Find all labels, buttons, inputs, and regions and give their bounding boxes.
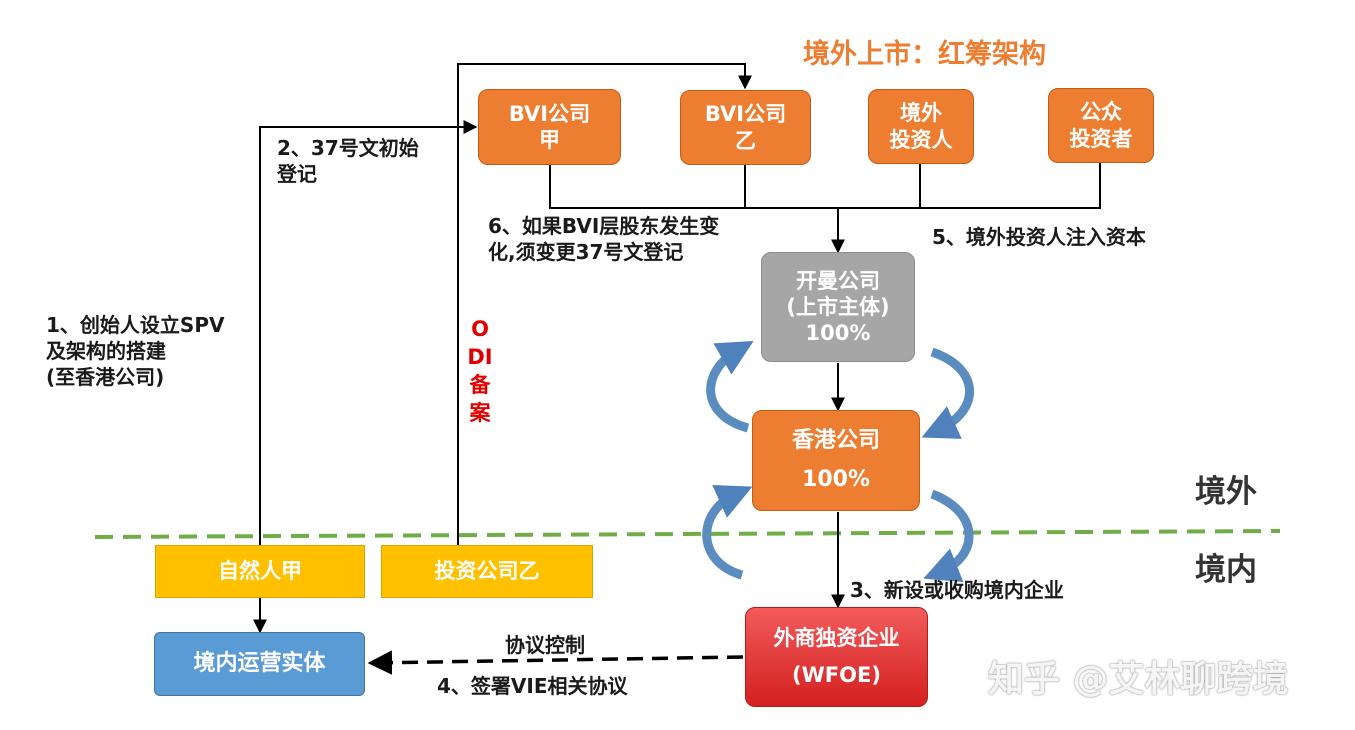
box-line: 100%	[802, 466, 870, 492]
line-shareholders-bus	[549, 163, 1101, 209]
box-line: 香港公司	[791, 428, 880, 453]
box-line: BVI公司	[508, 101, 591, 126]
step5-label: 5、境外投资人注入资本	[932, 225, 1146, 249]
box-line: 自然人甲	[218, 559, 302, 584]
box-line: 外商独资企业	[773, 626, 900, 651]
step6-label: 6、如果BVI层股东发生变 化,须变更37号文登记	[488, 213, 719, 265]
arrow-vie-control	[367, 650, 744, 675]
label-line: 化,须变更37号文登记	[488, 240, 684, 264]
diagram-title: 境外上市：红筹架构	[803, 39, 1046, 70]
box-line: (上市主体)	[786, 294, 890, 319]
onshore-region-label: 境内	[1195, 552, 1257, 588]
box-line: 投资公司乙	[434, 559, 540, 584]
box-line: 开曼公司	[796, 268, 880, 293]
investment-company-b-box: 投资公司乙	[381, 545, 593, 598]
box-line: 公众	[1080, 100, 1122, 125]
label-line: 6、如果BVI层股东发生变	[488, 214, 720, 238]
arrow-person-to-bvi-a	[259, 120, 478, 545]
label-line: 1、创始人设立SPV	[46, 313, 225, 337]
box-line: 100%	[805, 321, 871, 346]
step2-label: 2、37号文初始 登记	[277, 135, 419, 187]
agreement-control-label: 协议控制	[505, 633, 585, 657]
label-line: 及架构的搭建	[46, 339, 166, 363]
arrow-investco-to-bvi-b	[457, 63, 752, 545]
step4-label: 4、签署VIE相关协议	[437, 674, 628, 698]
public-investor-box: 公众 投资者	[1048, 88, 1154, 163]
box-line: 乙	[735, 128, 756, 153]
wfoe-box: 外商独资企业 (WFOE)	[745, 607, 928, 707]
natural-person-a-box: 自然人甲	[155, 545, 365, 598]
step3-label: 3、新设或收购境内企业	[850, 578, 1064, 602]
label-line: (至香港公司)	[46, 365, 165, 389]
bvi-company-a-box: BVI公司 甲	[478, 89, 621, 165]
curved-arrow-icon	[702, 484, 753, 580]
box-line: BVI公司	[704, 102, 787, 127]
hongkong-company-box: 香港公司 100%	[752, 410, 920, 511]
watermark: 知乎 @艾林聊跨境	[988, 659, 1289, 700]
box-line: 投资者	[1069, 126, 1133, 151]
cayman-company-box: 开曼公司 (上市主体) 100%	[761, 252, 915, 362]
curved-arrow-icon	[923, 489, 974, 583]
border-dashed-line	[94, 529, 1281, 539]
step1-label: 1、创始人设立SPV 及架构的搭建 (至香港公司)	[46, 312, 224, 390]
foreign-investor-box: 境外 投资人	[868, 89, 974, 164]
box-line: 境外	[900, 101, 942, 126]
bvi-company-b-box: BVI公司 乙	[680, 90, 811, 165]
domestic-operating-entity-box: 境内运营实体	[154, 632, 365, 696]
box-line: 境内运营实体	[193, 651, 326, 677]
curved-arrow-icon	[706, 340, 754, 433]
box-line: (WFOE)	[792, 663, 881, 687]
label-line: 2、37号文初始	[277, 136, 419, 160]
odi-filing-label: ODI备案	[467, 317, 493, 425]
curved-arrow-icon	[921, 347, 974, 439]
offshore-region-label: 境外	[1195, 474, 1257, 510]
box-line: 甲	[539, 128, 560, 152]
box-line: 投资人	[889, 127, 953, 152]
label-line: 登记	[277, 162, 317, 186]
